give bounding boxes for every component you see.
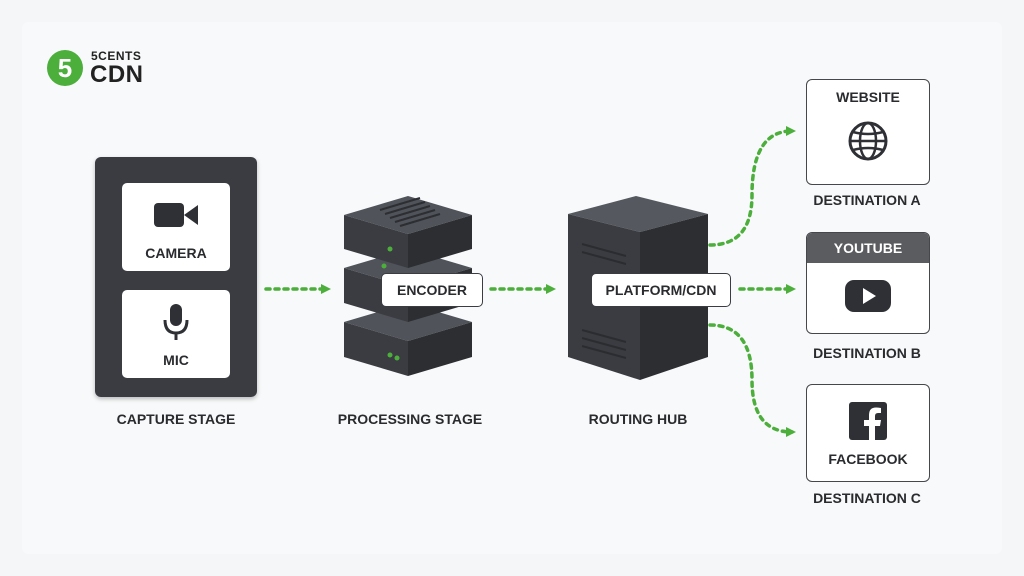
brand-logo: 5 5CENTS CDN	[47, 47, 167, 89]
destination-b-label: DESTINATION B	[813, 345, 921, 361]
website-title: WEBSITE	[836, 89, 900, 105]
youtube-header: YOUTUBE	[807, 233, 929, 263]
logo-bottom-text: CDN	[90, 61, 144, 88]
camera-card: CAMERA	[122, 183, 230, 271]
facebook-icon	[849, 402, 887, 440]
routing-hub-label: ROUTING HUB	[588, 411, 688, 427]
processing-stage-label: PROCESSING STAGE	[337, 411, 483, 427]
destination-a-label: DESTINATION A	[813, 192, 921, 208]
capture-panel: CAMERA MIC	[95, 157, 257, 397]
youtube-card: YOUTUBE	[806, 232, 930, 334]
mic-card: MIC	[122, 290, 230, 378]
youtube-play-icon	[844, 279, 892, 313]
globe-icon	[847, 120, 889, 162]
encoder-tag: ENCODER	[381, 273, 483, 307]
capture-stage-label: CAPTURE STAGE	[116, 411, 236, 427]
logo-top-text: 5CENTS	[91, 49, 142, 63]
destination-c-label: DESTINATION C	[813, 490, 921, 506]
website-card: WEBSITE	[806, 79, 930, 185]
mic-label: MIC	[163, 352, 189, 368]
camera-label: CAMERA	[145, 245, 207, 261]
logo-badge: 5	[47, 50, 83, 86]
youtube-title: YOUTUBE	[833, 240, 903, 256]
facebook-card: FACEBOOK	[806, 384, 930, 482]
microphone-icon	[161, 302, 191, 342]
camera-icon	[152, 199, 200, 231]
platform-cdn-tag: PLATFORM/CDN	[591, 273, 731, 307]
facebook-title: FACEBOOK	[828, 451, 908, 467]
